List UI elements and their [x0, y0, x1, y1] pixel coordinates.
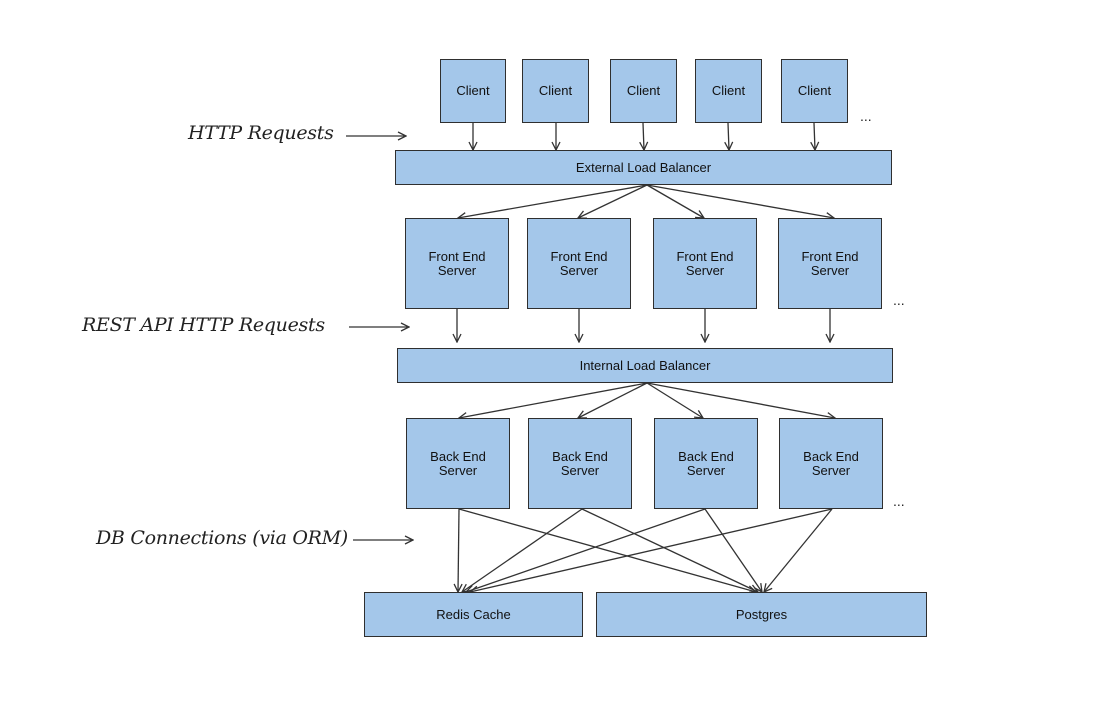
arrow-be-to-redis [466, 508, 706, 592]
arrow-be-to-redis [470, 508, 833, 592]
arrow-be-to-postgres [458, 508, 756, 592]
back-end-ellipsis: ... [893, 493, 905, 509]
back-end-server[interactable]: Back End Server [406, 418, 510, 509]
back-end-server[interactable]: Back End Server [528, 418, 632, 509]
arrow-ilb-to-be [646, 382, 835, 418]
front-end-server[interactable]: Front End Server [405, 218, 509, 309]
front-end-ellipsis: ... [893, 292, 905, 308]
arrow-be-to-postgres [764, 508, 833, 592]
client-box[interactable]: Client [610, 59, 677, 123]
arrow-client-to-elb [814, 122, 815, 150]
arrow-be-to-postgres [704, 508, 762, 592]
arrow-be-to-postgres [581, 508, 758, 592]
client-box[interactable]: Client [440, 59, 506, 123]
front-end-server[interactable]: Front End Server [778, 218, 882, 309]
postgres-box[interactable]: Postgres [596, 592, 927, 637]
front-end-server[interactable]: Front End Server [527, 218, 631, 309]
client-box[interactable]: Client [781, 59, 848, 123]
note-db-connections: DB Connections (via ORM) [96, 527, 348, 549]
internal-load-balancer[interactable]: Internal Load Balancer [397, 348, 893, 383]
arrow-client-to-elb [728, 122, 729, 150]
clients-ellipsis: ... [860, 108, 872, 124]
arrow-be-to-redis [462, 508, 583, 592]
arrow-ilb-to-be [459, 382, 648, 418]
client-box[interactable]: Client [695, 59, 762, 123]
arrow-elb-to-fe [646, 184, 704, 218]
note-rest-api-requests: REST API HTTP Requests [82, 314, 325, 336]
arrow-be-to-redis [458, 508, 459, 592]
arrow-elb-to-fe [646, 184, 834, 218]
arrow-elb-to-fe [578, 184, 648, 218]
client-box[interactable]: Client [522, 59, 589, 123]
back-end-server[interactable]: Back End Server [779, 418, 883, 509]
redis-cache-box[interactable]: Redis Cache [364, 592, 583, 637]
arrow-ilb-to-be [578, 382, 648, 418]
back-end-server[interactable]: Back End Server [654, 418, 758, 509]
front-end-server[interactable]: Front End Server [653, 218, 757, 309]
external-load-balancer[interactable]: External Load Balancer [395, 150, 892, 185]
arrow-ilb-to-be [646, 382, 703, 418]
note-http-requests: HTTP Requests [188, 122, 334, 144]
arrow-client-to-elb [643, 122, 644, 150]
arrow-elb-to-fe [458, 184, 648, 218]
